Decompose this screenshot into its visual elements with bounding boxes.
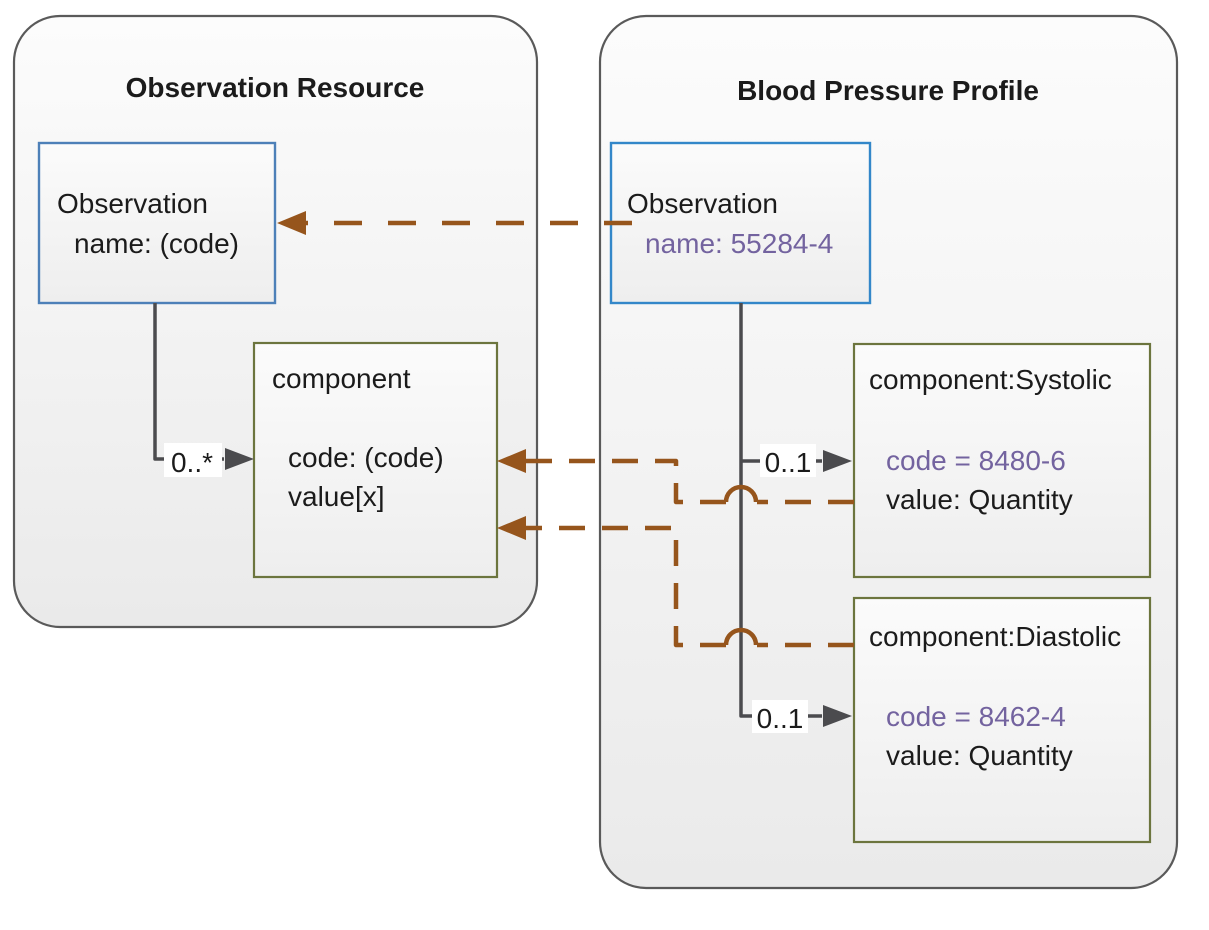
diastolic-mapping-dashed-line-left <box>524 525 726 648</box>
dashed-arrowhead-systolic-icon <box>497 449 526 473</box>
multiplicity-label-component: 0..* <box>164 443 222 478</box>
svg-text:0..1: 0..1 <box>757 703 804 734</box>
component-box-generic-title: component <box>272 363 411 394</box>
observation-box-bp-title: Observation <box>627 188 778 219</box>
svg-text:0..1: 0..1 <box>765 447 812 478</box>
multiplicity-label-systolic: 0..1 <box>760 444 816 478</box>
multiplicity-label-diastolic: 0..1 <box>752 700 808 734</box>
observation-box-generic-name-attr: name: (code) <box>74 228 239 259</box>
component-box-generic-code-attr: code: (code) <box>288 442 444 473</box>
systolic-line-hop-icon <box>723 484 759 503</box>
solid-arrowhead-systolic-icon <box>823 450 852 472</box>
component-diastolic-value-attr: value: Quantity <box>886 740 1073 771</box>
blood-pressure-profile-title: Blood Pressure Profile <box>737 75 1039 106</box>
component-diastolic-title: component:Diastolic <box>869 621 1121 652</box>
systolic-mapping-dashed-line-left <box>524 458 726 505</box>
component-systolic-title: component:Systolic <box>869 364 1112 395</box>
component-diastolic-box <box>852 596 1152 844</box>
solid-arrowhead-diastolic-icon <box>823 705 852 727</box>
solid-arrowhead-component-icon <box>225 448 254 470</box>
component-systolic-code-attr: code = 8480-6 <box>886 445 1066 476</box>
observation-box-generic <box>37 141 277 305</box>
component-box-generic-value-attr: value[x] <box>288 481 385 512</box>
observation-box-bp <box>609 141 872 305</box>
component-systolic-value-attr: value: Quantity <box>886 484 1073 515</box>
dashed-arrowhead-diastolic-icon <box>497 516 526 540</box>
observation-box-generic-title: Observation <box>57 188 208 219</box>
component-box-generic <box>252 341 499 579</box>
component-systolic-box <box>852 342 1152 579</box>
observation-box-bp-name-attr: name: 55284-4 <box>645 228 833 259</box>
component-diastolic-code-attr: code = 8462-4 <box>886 701 1066 732</box>
svg-text:0..*: 0..* <box>171 447 213 478</box>
diastolic-line-hop-icon <box>723 627 759 646</box>
observation-resource-title: Observation Resource <box>126 72 425 103</box>
dashed-arrowhead-observation-icon <box>277 211 306 235</box>
